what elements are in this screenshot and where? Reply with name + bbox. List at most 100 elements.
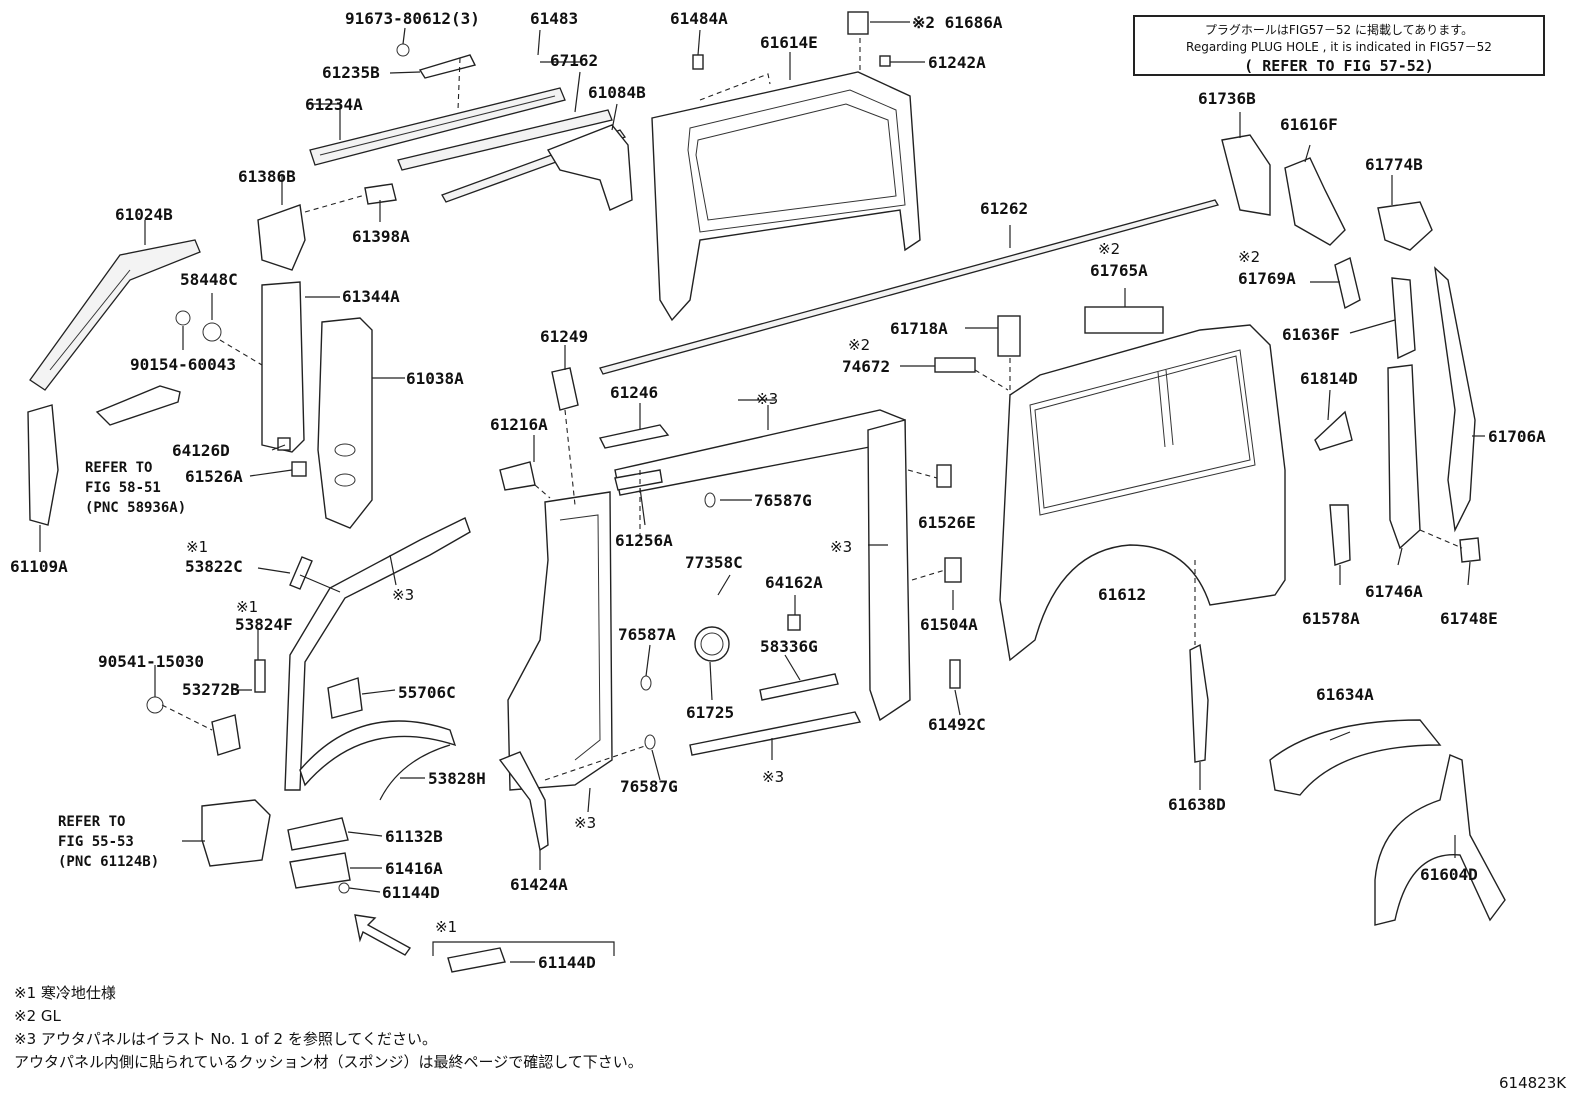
part-61736b[interactable] <box>1221 134 1271 216</box>
label-64162a[interactable]: 64162A <box>765 573 823 592</box>
label-61578a[interactable]: 61578A <box>1302 609 1360 628</box>
label-61748e[interactable]: 61748E <box>1440 609 1498 628</box>
part-61686a[interactable] <box>847 11 869 35</box>
part-61344a-pillar[interactable] <box>261 281 305 453</box>
ref-61124b-line3[interactable]: (PNC 61124B) <box>58 854 159 870</box>
label-76587a[interactable]: 76587A <box>618 625 676 644</box>
label-61604d[interactable]: 61604D <box>1420 865 1478 884</box>
label-61256a[interactable]: 61256A <box>615 531 673 550</box>
label-61504a[interactable]: 61504A <box>920 615 978 634</box>
part-61636f[interactable] <box>1391 277 1416 360</box>
part-61578a[interactable] <box>1329 504 1351 566</box>
label-53822c[interactable]: 53822C <box>185 557 243 576</box>
label-61634a[interactable]: 61634A <box>1316 685 1374 704</box>
ref-58936a-line3[interactable]: (PNC 58936A) <box>85 500 186 516</box>
part-64126d[interactable] <box>277 437 291 451</box>
label-61484a[interactable]: 61484A <box>670 9 728 28</box>
plug-76587g-b[interactable] <box>644 734 656 750</box>
label-61038a[interactable]: 61038A <box>406 369 464 388</box>
label-61765a[interactable]: 61765A <box>1090 261 1148 280</box>
part-61024b-pillar[interactable] <box>29 239 201 391</box>
label-61612[interactable]: 61612 <box>1098 585 1146 604</box>
quarter-panel-61612[interactable] <box>999 324 1286 662</box>
label-61492c[interactable]: 61492C <box>928 715 986 734</box>
label-53272b[interactable]: 53272B <box>182 680 240 699</box>
part-61144d-b[interactable] <box>447 947 506 973</box>
part-61132b[interactable] <box>287 817 349 851</box>
part-53828h-arch[interactable] <box>299 720 457 787</box>
part-53824f[interactable] <box>254 659 266 693</box>
part-61398a-clip[interactable] <box>364 183 397 205</box>
part-61124b-ref[interactable] <box>201 799 271 867</box>
ref-61124b-line2[interactable]: FIG 55-53 <box>58 834 134 850</box>
label-61084b[interactable]: 61084B <box>588 83 646 102</box>
part-53822c[interactable] <box>289 556 313 590</box>
part-61235b-bracket[interactable] <box>418 54 477 79</box>
notice-refer-link[interactable]: ( REFER TO FIG 57-52) <box>1244 57 1434 75</box>
part-61504a[interactable] <box>944 557 962 583</box>
part-61424a[interactable] <box>498 751 549 852</box>
part-61262-drip-rail[interactable] <box>599 199 1219 375</box>
window-frame-61614e[interactable] <box>651 71 921 322</box>
label-61424a[interactable]: 61424A <box>510 875 568 894</box>
part-61256a[interactable] <box>614 469 663 491</box>
part-61526e[interactable] <box>936 464 952 488</box>
label-77358c[interactable]: 77358C <box>685 553 743 572</box>
label-76587g-a[interactable]: 76587G <box>754 491 812 510</box>
part-61634a[interactable] <box>1269 719 1442 796</box>
label-61242a[interactable]: 61242A <box>928 53 986 72</box>
part-61249[interactable] <box>551 367 579 411</box>
part-front-pillar-frame[interactable] <box>284 517 471 791</box>
label-61746a[interactable]: 61746A <box>1365 582 1423 601</box>
label-61636f[interactable]: 61636F <box>1282 325 1340 344</box>
part-61765a[interactable] <box>1084 306 1164 334</box>
label-61614e[interactable]: 61614E <box>760 33 818 52</box>
part-61416a[interactable] <box>289 852 351 889</box>
part-61242a[interactable] <box>879 55 891 67</box>
label-61216a[interactable]: 61216A <box>490 415 548 434</box>
part-55706c[interactable] <box>327 677 363 719</box>
bolt-91673[interactable] <box>396 43 410 57</box>
label-76587g-b[interactable]: 76587G <box>620 777 678 796</box>
part-61526a[interactable] <box>291 461 307 477</box>
part-61109a-reinforcement[interactable] <box>27 404 59 526</box>
label-61144d-b[interactable]: 61144D <box>538 953 596 972</box>
label-61398a[interactable]: 61398A <box>352 227 410 246</box>
part-61748e[interactable] <box>1459 537 1481 563</box>
part-58936a-ref[interactable] <box>95 385 181 426</box>
part-53828h-trim[interactable] <box>379 744 451 801</box>
part-61774b[interactable] <box>1377 201 1433 251</box>
part-61386b-bracket[interactable] <box>257 204 306 271</box>
label-61769a[interactable]: 61769A <box>1238 269 1296 288</box>
label-61686a[interactable]: ※2 61686A <box>912 13 1003 32</box>
label-61706a[interactable]: 61706A <box>1488 427 1546 446</box>
label-61246[interactable]: 61246 <box>610 383 658 402</box>
part-61638d[interactable] <box>1189 643 1209 763</box>
label-61638d[interactable]: 61638D <box>1168 795 1226 814</box>
part-61616f[interactable] <box>1284 157 1346 246</box>
part-74672[interactable] <box>934 357 976 373</box>
label-61386b[interactable]: 61386B <box>238 167 296 186</box>
ref-58936a-line2[interactable]: FIG 58-51 <box>85 480 161 496</box>
part-61718a[interactable] <box>997 315 1021 357</box>
nut-58448c[interactable] <box>202 322 222 342</box>
label-61725[interactable]: 61725 <box>686 703 734 722</box>
label-55706c[interactable]: 55706C <box>398 683 456 702</box>
plug-76587a[interactable] <box>640 675 652 691</box>
label-61249[interactable]: 61249 <box>540 327 588 346</box>
part-61706a[interactable] <box>1434 266 1476 533</box>
label-61024b[interactable]: 61024B <box>115 205 173 224</box>
part-61492c[interactable] <box>949 659 961 689</box>
label-61814d[interactable]: 61814D <box>1300 369 1358 388</box>
part-61038a-pillar[interactable] <box>317 317 373 529</box>
label-58336g[interactable]: 58336G <box>760 637 818 656</box>
label-61483[interactable]: 61483 <box>530 9 578 28</box>
part-61604d[interactable] <box>1374 754 1506 926</box>
label-91673[interactable]: 91673-80612(3) <box>345 9 480 28</box>
label-61736b[interactable]: 61736B <box>1198 89 1256 108</box>
label-58448c[interactable]: 58448C <box>180 270 238 289</box>
label-61616f[interactable]: 61616F <box>1280 115 1338 134</box>
part-61746a[interactable] <box>1387 364 1421 550</box>
part-61814d[interactable] <box>1314 410 1353 451</box>
part-61234a-rail[interactable] <box>309 87 566 166</box>
